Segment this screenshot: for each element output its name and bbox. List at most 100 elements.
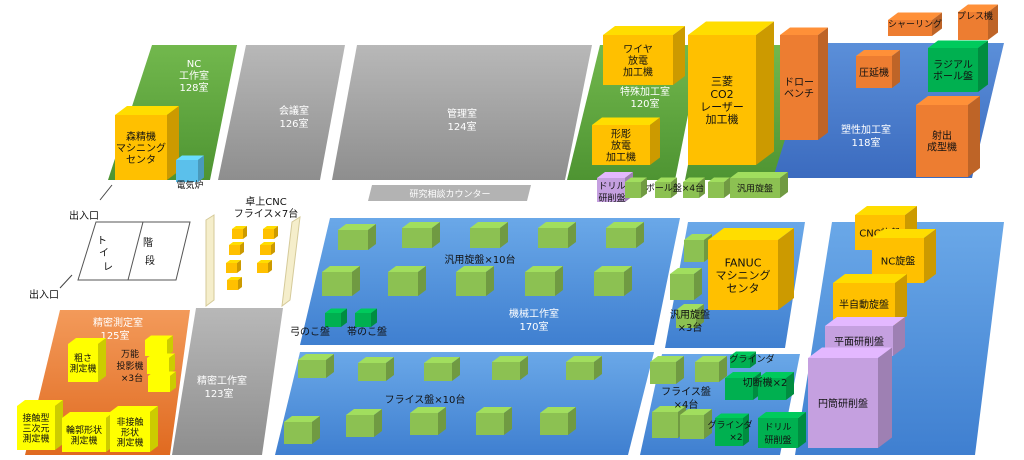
room-admin-number: 124室 — [447, 120, 476, 133]
room-precision-work-name: 精密工作室 — [197, 374, 247, 387]
cmm-label-line: 接触型 — [22, 412, 49, 424]
general-lathe-b-5-front — [594, 272, 624, 296]
general-lathe-b-3-front — [456, 272, 486, 296]
mill-10-label: フライス盤×10台 — [385, 393, 466, 406]
general-lathe-1-side — [780, 172, 788, 198]
semi-auto-lathe-side — [895, 274, 907, 325]
milling-b-4 — [476, 407, 512, 435]
ball-drill-1-side — [641, 177, 647, 198]
ball-drill-2-top — [655, 177, 677, 182]
drill-grinder-1-front — [597, 178, 625, 202]
milling-a-3 — [424, 357, 460, 381]
roughness-tester-front — [68, 344, 98, 382]
surface-grinder-top — [825, 317, 905, 326]
lathe3-unit-1-front — [684, 240, 704, 262]
milling-b-1-side — [312, 416, 320, 444]
noncontact-tester-label-line: 非接触 — [116, 416, 143, 428]
cutter-2-top — [758, 372, 794, 378]
noncontact-tester-front — [110, 412, 150, 452]
band-saw-top — [355, 308, 377, 313]
rolling-mill-side — [892, 50, 900, 88]
mill4-unit-4-top — [680, 409, 712, 415]
stairs-label-2: 段 — [145, 254, 155, 267]
injection-molding-side — [968, 96, 980, 177]
drill-grinder-1-label-b: 研削盤 — [598, 192, 625, 204]
drill-grinder-1-label-a: ドリル — [598, 182, 625, 192]
grinder-2 — [715, 413, 749, 446]
desktop-cnc-unit-4-side — [271, 242, 275, 255]
milling-a-3-top — [424, 357, 460, 363]
milling-a-3-side — [452, 357, 460, 381]
milling-b-4-front — [476, 413, 504, 435]
projector-3-side — [170, 371, 176, 392]
lathe3-unit-1 — [684, 234, 712, 262]
cmm-label-line: 三次元 — [22, 422, 49, 434]
contour-tester-label-line: 測定機 — [70, 435, 97, 447]
roughness-tester-side — [98, 338, 106, 382]
milling-a-2-front — [358, 363, 386, 381]
mill4-label-b: ×4台 — [674, 398, 699, 411]
ball-drill-label: ボール盤×4台 — [646, 182, 704, 194]
toilet-label-1: ト — [97, 236, 107, 247]
ball-drill-4-side — [724, 177, 730, 198]
milling-b-5-front — [540, 413, 568, 435]
milling-a-4-top — [492, 356, 528, 362]
cylindrical-grinder-top — [808, 347, 892, 358]
cutter-1-front — [725, 378, 753, 400]
general-lathe-a-1-front — [338, 230, 368, 250]
rolling-mill-front — [856, 56, 892, 88]
mill4-unit-2 — [695, 356, 727, 382]
milling-b-5-side — [568, 407, 576, 435]
cutter-2-front — [758, 378, 786, 400]
general-lathe-a-4-side — [568, 222, 576, 248]
general-lathe-b-2-top — [388, 266, 426, 272]
band-saw-front — [355, 313, 371, 327]
co2-laser-label-line: 三菱 — [711, 75, 733, 88]
general-lathe-a-1 — [338, 224, 376, 250]
ball-drill-3-side — [699, 177, 705, 198]
general-lathe-a-1-top — [338, 224, 376, 230]
band-saw-label: 帯のこ盤 — [347, 325, 387, 338]
die-sinking-edm-label-line: 放電 — [611, 139, 631, 152]
milling-b-4-side — [504, 407, 512, 435]
mill4-unit-2-side — [719, 356, 727, 382]
draw-bench-front — [780, 35, 818, 140]
cutter-2-side — [786, 372, 794, 400]
general-lathe-b-4 — [525, 266, 563, 296]
milling-b-1-front — [284, 422, 312, 444]
grinder-2-side — [743, 413, 749, 446]
general-lathe-b-3 — [456, 266, 494, 296]
nc-lathe-front — [872, 238, 924, 283]
grinder-1-label: グラインダ — [729, 353, 774, 365]
surface-grinder-label-line: 平面研削盤 — [834, 335, 884, 348]
mill4-unit-1-top — [650, 356, 684, 362]
room-meeting-number: 126室 — [279, 117, 308, 130]
room-admin-name: 管理室 — [447, 107, 477, 120]
grinder-2-label-a: グラインダ — [707, 419, 752, 431]
press-machine-top — [958, 4, 998, 12]
lathe3-label-b: ×3台 — [678, 321, 703, 334]
general-lathe-a-3 — [470, 222, 508, 248]
desktop-cnc-unit-6-front — [257, 263, 268, 273]
room-mech-name: 機械工作室 — [509, 307, 559, 320]
room-precision-meas-number: 125室 — [100, 329, 129, 342]
drill-grinder-2 — [758, 412, 806, 448]
general-lathe-a-3-top — [470, 222, 508, 228]
projector-2 — [147, 353, 175, 374]
desktop-cnc-unit-7 — [227, 277, 242, 290]
nc-lathe: NC旋盤 — [872, 229, 936, 283]
die-sinking-edm-top — [592, 117, 660, 125]
ball-drill-4 — [708, 177, 730, 198]
cmm-side — [55, 400, 63, 450]
semi-auto-lathe-label-line: 半自動旋盤 — [839, 298, 889, 311]
noncontact-tester-label-line: 形状 — [121, 426, 139, 438]
milling-b-3 — [410, 407, 446, 435]
cmm-front — [17, 406, 55, 450]
entrance-2-label: 出入口 — [29, 288, 59, 301]
milling-a-5-top — [566, 356, 602, 362]
contour-tester-label-line: 輪郭形状 — [66, 424, 102, 436]
bow-saw-top — [325, 308, 347, 313]
mill4-label-a: フライス盤 — [661, 385, 711, 398]
